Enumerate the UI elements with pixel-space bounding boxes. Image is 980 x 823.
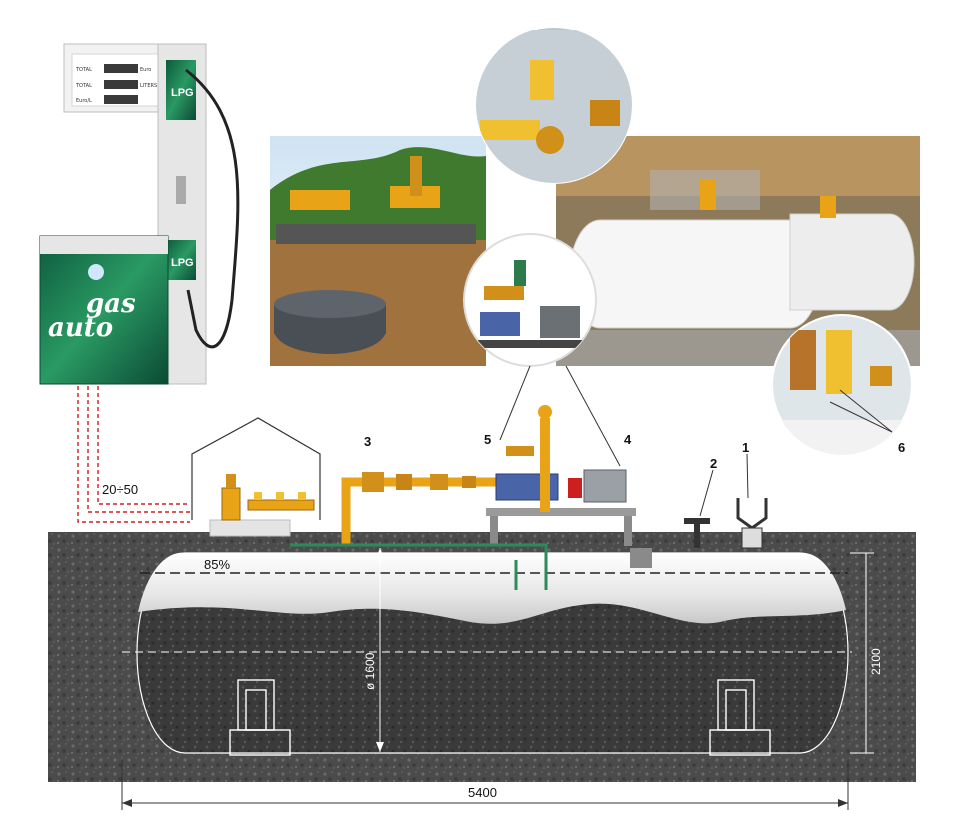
row-label-1: TOTAL xyxy=(75,67,92,73)
leader-lines xyxy=(499,365,893,517)
callout-2: 2 xyxy=(710,456,717,471)
fill-level-label: 85% xyxy=(204,557,230,572)
length-label: 5400 xyxy=(468,785,497,800)
row-unit-2: LITERS xyxy=(140,83,157,89)
length-dimension xyxy=(121,760,849,810)
diameter-label: ø 1600 xyxy=(363,652,377,690)
level-gauge-device xyxy=(684,518,710,548)
tank-dome xyxy=(630,548,652,568)
photo-circle-safety-valves xyxy=(771,314,913,456)
lpg-brand-top: LPG xyxy=(171,87,194,99)
photo-circle-pump xyxy=(463,233,597,367)
photo-underground-installation xyxy=(270,136,486,366)
height-dimension xyxy=(850,552,874,754)
callout-4: 4 xyxy=(624,432,632,447)
row-label-2: TOTAL xyxy=(75,83,92,89)
autogas-logo-auto: auto xyxy=(48,313,113,343)
globe-icon xyxy=(88,264,104,280)
callout-3: 3 xyxy=(364,434,371,449)
cable-range-label: 20÷50 xyxy=(102,482,138,497)
pump-unit xyxy=(486,405,636,546)
photo-circle-valves xyxy=(475,26,633,184)
row-unit-1: Euro xyxy=(140,67,151,73)
right-tank-saddle xyxy=(709,679,771,756)
filling-pipeline xyxy=(341,472,496,545)
safety-valve-device xyxy=(736,498,768,549)
lpg-brand-mid: LPG xyxy=(171,257,194,269)
callout-5: 5 xyxy=(484,432,491,447)
signal-cables xyxy=(77,386,190,523)
autogas-logo-gas: gas xyxy=(86,289,136,319)
lpg-dispenser: TOTAL TOTAL Euro/L Euro LITERS LPG LPG g… xyxy=(39,43,240,385)
callout-6: 6 xyxy=(898,440,905,455)
row-label-3: Euro/L xyxy=(76,98,92,104)
nozzle-icon xyxy=(176,176,186,204)
height-label: 2100 xyxy=(869,648,883,675)
underground-tank xyxy=(122,548,852,756)
photo-aboveground-tanks xyxy=(556,136,920,366)
dispenser-hose xyxy=(185,68,240,349)
left-tank-saddle xyxy=(229,679,291,756)
dispenser-display xyxy=(104,64,138,104)
valve-enclosure xyxy=(191,417,321,537)
callout-1: 1 xyxy=(742,440,749,455)
tank-connections xyxy=(290,543,548,590)
